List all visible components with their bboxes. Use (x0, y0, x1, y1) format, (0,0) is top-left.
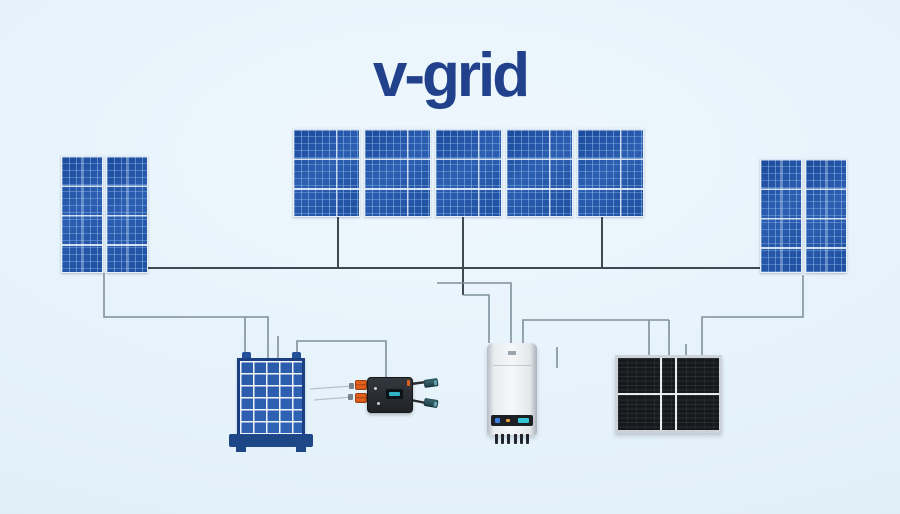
solar-panel (805, 158, 847, 273)
mc4-connector-orange (355, 380, 367, 390)
solar-panel (106, 155, 148, 273)
panel-stand-base (229, 434, 313, 447)
left-pv-array (61, 155, 148, 273)
connector-tip-icon (349, 383, 354, 389)
connector-tip-icon (348, 394, 353, 400)
solar-panel (506, 128, 573, 217)
right-pv-array (760, 158, 847, 273)
branch-wires (103, 273, 804, 377)
status-led-icon (407, 380, 410, 386)
inverter-terminal-pins (495, 434, 529, 444)
mc4-connector-orange (355, 393, 367, 403)
dc-bus-lines (148, 217, 760, 295)
page-title: v-grid (372, 41, 530, 110)
panel-clamp (292, 352, 301, 360)
indicator-blue-icon (495, 418, 500, 423)
panel-stand-foot (296, 446, 306, 452)
solar-panel (61, 155, 103, 273)
solar-panel (435, 128, 502, 217)
micro-display (386, 389, 403, 399)
screw-icon (377, 402, 380, 405)
solar-panel (577, 128, 644, 217)
inverter-logo-icon (508, 351, 516, 355)
micro-inverter (367, 377, 413, 413)
solar-panel (293, 128, 360, 217)
center-pv-array (293, 128, 644, 217)
solar-panel (760, 158, 802, 273)
screw-icon (374, 387, 377, 390)
indicator-screen-icon (518, 418, 529, 423)
black-mono-solar-panel (615, 355, 722, 433)
indicator-orange-icon (506, 419, 510, 422)
demo-solar-panel (237, 358, 305, 437)
solar-panel (364, 128, 431, 217)
inverter-display-strip (491, 415, 533, 426)
panel-to-micro-links (309, 385, 354, 401)
wall-mount-inverter (487, 343, 537, 444)
inverter-seam (493, 365, 531, 366)
panel-stand-foot (236, 446, 246, 452)
panel-clamp (242, 352, 251, 360)
